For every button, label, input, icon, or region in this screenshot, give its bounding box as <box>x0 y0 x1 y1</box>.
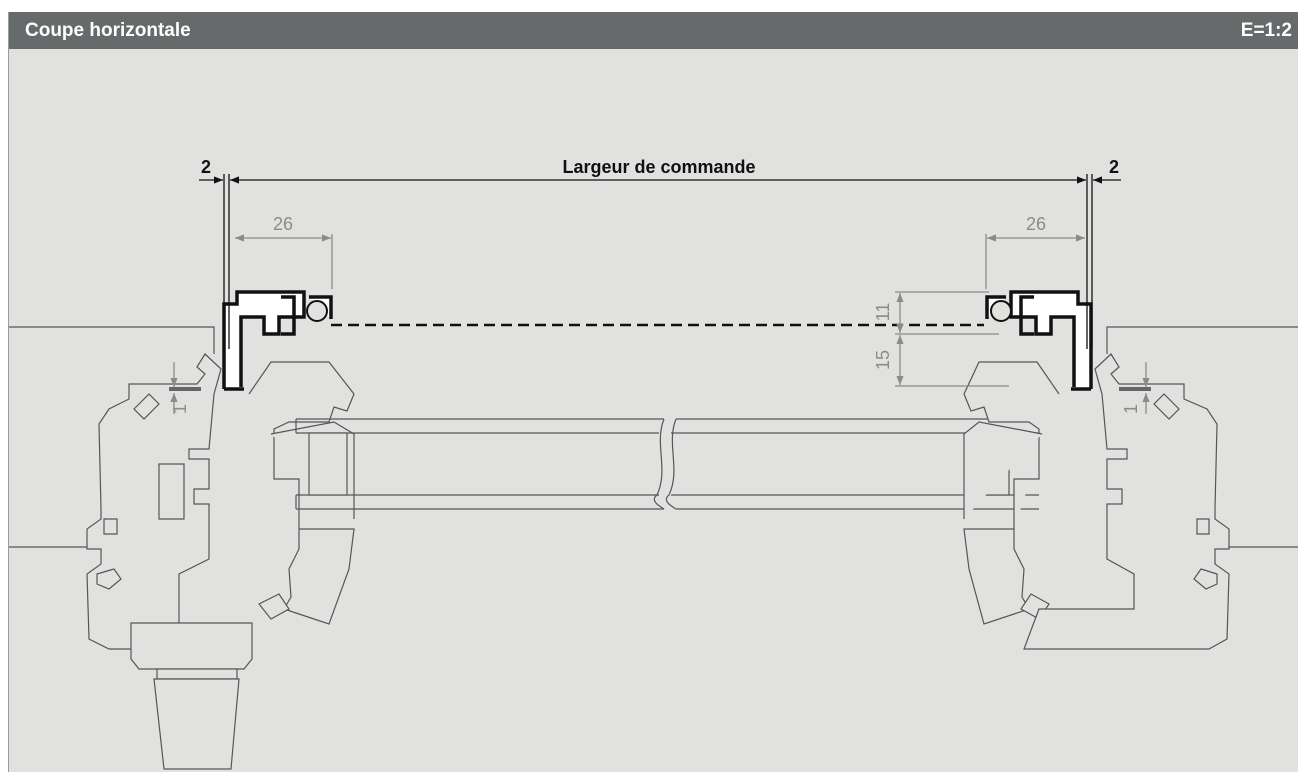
glazing-unit <box>295 418 1039 510</box>
right-gap-label: 2 <box>1109 157 1119 177</box>
title-bar: Coupe horizontale E=1:2 <box>9 12 1298 49</box>
right-screen-profile <box>985 290 1093 391</box>
page-title: Coupe horizontale <box>25 20 191 41</box>
left-screen-profile <box>222 290 333 391</box>
right-sash <box>963 361 1060 625</box>
drawing-frame: Coupe horizontale E=1:2 <box>8 12 1298 772</box>
left-fixing-plug <box>130 622 253 770</box>
left-clearance-label: 1 <box>170 404 190 414</box>
profile-depth-dimensions <box>235 234 1085 289</box>
height-dimensions <box>895 291 1009 387</box>
right-depth-label: 26 <box>1026 214 1046 234</box>
right-window-frame <box>1023 353 1230 650</box>
lower-height-label: 15 <box>873 350 893 370</box>
left-gap-label: 2 <box>201 157 211 177</box>
left-window-frame <box>86 353 222 650</box>
wall-outline <box>9 326 1298 548</box>
right-clearance-label: 1 <box>1121 404 1141 414</box>
order-width-label: Largeur de commande <box>562 157 755 177</box>
upper-height-label: 11 <box>873 303 893 322</box>
left-depth-label: 26 <box>273 214 293 234</box>
clearance-dimensions <box>169 362 1151 414</box>
order-width-dimension <box>199 174 1121 349</box>
scale-label: E=1:2 <box>1240 20 1292 41</box>
technical-drawing: Largeur de commande 2 2 26 26 11 15 <box>9 157 1298 770</box>
